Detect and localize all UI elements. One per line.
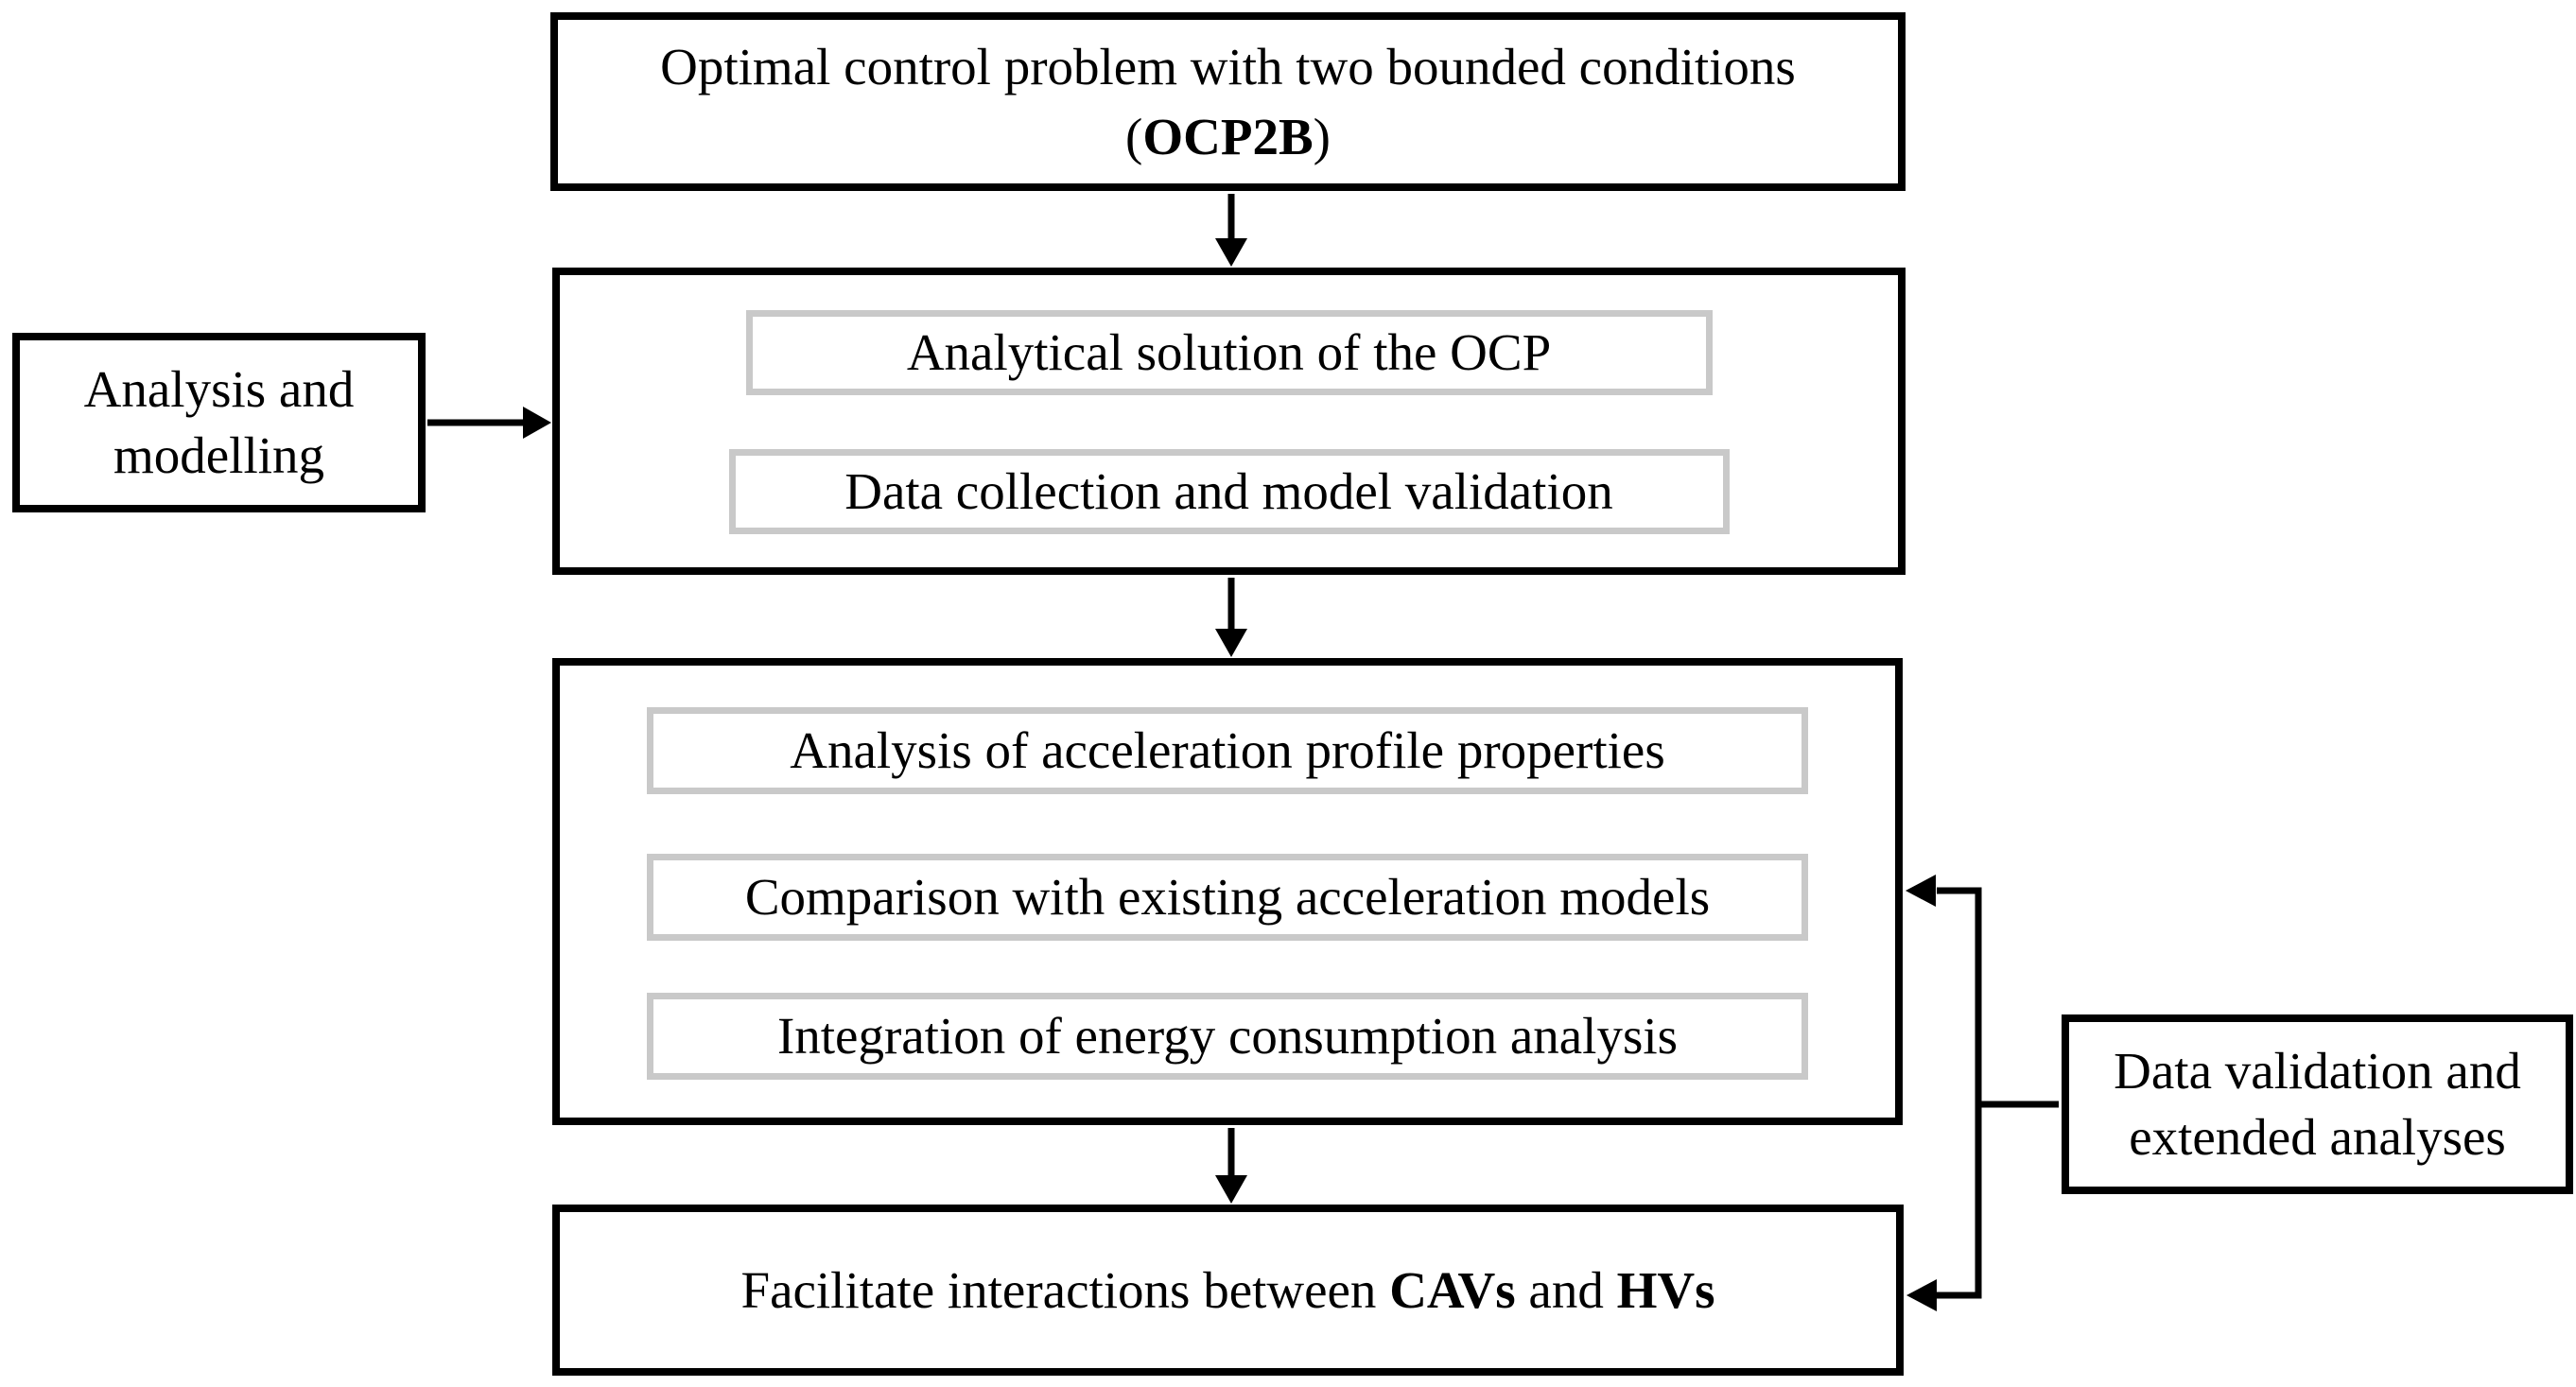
arrowhead-stage2-to-goal <box>1215 1175 1247 1204</box>
ocp2b-acronym-line: (OCP2B) <box>1125 102 1331 172</box>
arrowhead-analysis-to-stage1 <box>523 407 551 439</box>
subnode-data-collection: Data collection and model validation <box>728 449 1730 534</box>
subnode-label: Analysis of acceleration profile propert… <box>790 721 1665 779</box>
arrowhead-stage1-to-stage2 <box>1215 629 1247 657</box>
subnode-acceleration-profile: Analysis of acceleration profile propert… <box>647 707 1808 794</box>
node-analysis-modelling: Analysis and modelling <box>12 333 426 512</box>
analysis-modelling-line1: Analysis and <box>83 360 355 418</box>
acronym-open-paren: ( <box>1125 107 1143 165</box>
subnode-analytical-solution: Analytical solution of the OCP <box>745 310 1713 395</box>
arrowhead-validation-to-stage2 <box>1906 875 1936 907</box>
subnode-label: Analytical solution of the OCP <box>906 323 1552 381</box>
goal-text-prefix: Facilitate interactions between <box>740 1260 1390 1319</box>
arrowhead-validation-to-goal <box>1906 1279 1937 1311</box>
node-stage2: Analysis of acceleration profile propert… <box>552 658 1903 1125</box>
data-validation-line1: Data validation and <box>2114 1042 2521 1100</box>
node-stage1: Analytical solution of the OCP Data coll… <box>552 268 1906 575</box>
acronym-text: OCP2B <box>1142 107 1314 165</box>
analysis-modelling-line2: modelling <box>113 426 325 484</box>
subnode-label: Comparison with existing acceleration mo… <box>744 868 1711 926</box>
node-ocp2b: Optimal control problem with two bounded… <box>550 12 1906 191</box>
subnode-model-comparison: Comparison with existing acceleration mo… <box>647 854 1808 941</box>
ocp2b-title-line: Optimal control problem with two bounded… <box>660 37 1796 95</box>
node-data-validation: Data validation and extended analyses <box>2062 1014 2573 1194</box>
goal-text-hvs: HVs <box>1616 1260 1715 1319</box>
goal-text-cavs: CAVs <box>1389 1260 1516 1319</box>
subnode-energy-consumption: Integration of energy consumption analys… <box>647 993 1808 1080</box>
subnode-label: Data collection and model validation <box>844 462 1613 520</box>
bracket-line-data-validation <box>1937 887 1982 1299</box>
arrowhead-ocp2b-to-stage1 <box>1215 238 1247 267</box>
node-goal: Facilitate interactions between CAVs and… <box>552 1205 1904 1376</box>
goal-text-middle: and <box>1515 1260 1617 1319</box>
acronym-close-paren: ) <box>1313 107 1331 165</box>
subnode-label: Integration of energy consumption analys… <box>776 1007 1679 1065</box>
data-validation-line2: extended analyses <box>2129 1108 2506 1166</box>
